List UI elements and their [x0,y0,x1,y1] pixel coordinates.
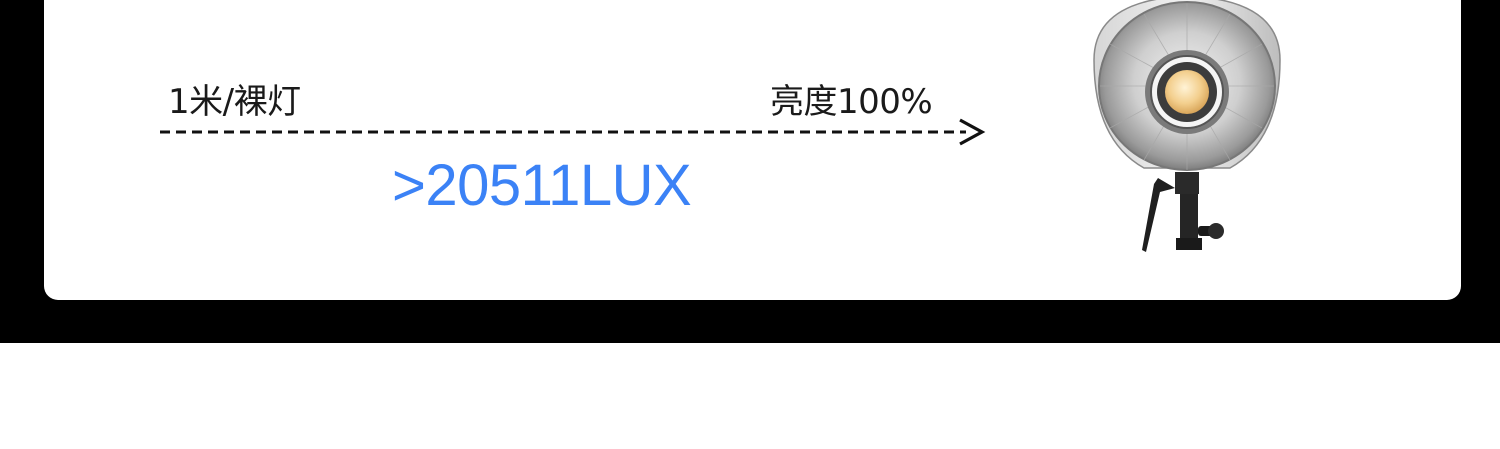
studio-light-icon [1093,0,1281,252]
distance-label: 1米/裸灯 [168,82,301,122]
dashed-arrow-icon [160,118,986,146]
lux-value: >20511LUX [392,153,692,218]
brightness-label: 亮度100% [770,82,933,122]
